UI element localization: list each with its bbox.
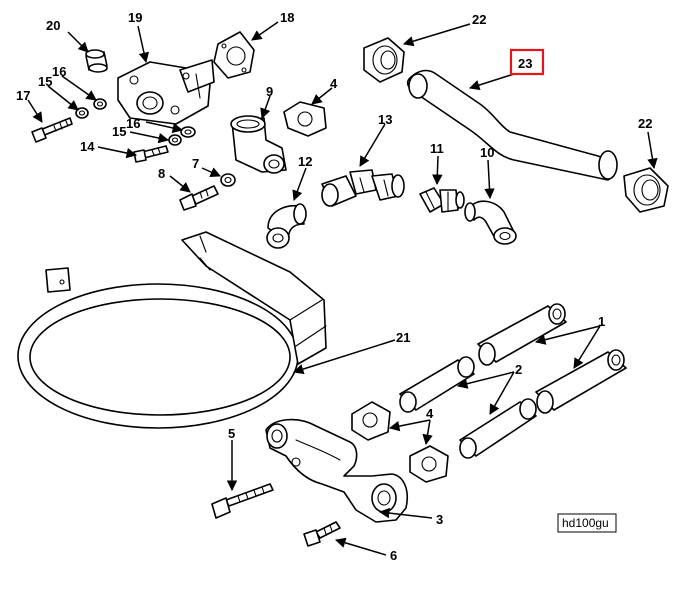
tube-part-2-lower [459,398,537,459]
elbow-part-9 [230,115,287,174]
callout-15-upper: 15 [38,74,52,89]
callout-22-right: 22 [638,116,652,131]
callout-5: 5 [228,426,235,441]
washer-part-15-upper [75,107,89,119]
clamp-band-part-21 [17,231,327,429]
gasket-part-4-upper [283,101,327,137]
drawing-code-label: hd100gu [557,513,617,533]
nut-part-22-top [363,37,405,83]
elbow-part-12 [266,203,307,249]
callout-1: 1 [598,314,605,329]
callout-10: 10 [480,145,494,160]
callout-2: 2 [515,362,522,377]
elbow-part-10 [464,200,517,245]
callout-21: 21 [396,330,410,345]
bolt-part-6 [303,521,341,547]
callout-16-lower: 16 [126,116,140,131]
bolt-part-5 [211,483,274,519]
gasket-part-4-lower-right [409,445,449,483]
bolt-part-14 [133,145,169,163]
tube-part-2-upper [399,356,475,413]
callout-20: 20 [46,18,60,33]
manifold-part-3 [265,418,408,523]
washer-part-16-upper [93,98,107,110]
fitting-part-11 [419,187,465,213]
valve-housing-part-19 [117,59,215,125]
callout-22-top: 22 [472,12,486,27]
bolt-part-17 [31,117,73,143]
callout-16-upper: 16 [52,64,66,79]
callout-19: 19 [128,10,142,25]
callout-12: 12 [298,154,312,169]
washer-part-7 [220,173,236,187]
callout-17: 17 [16,88,30,103]
callout-15-lower: 15 [112,124,126,139]
callout-23-highlight-box [509,48,545,76]
callout-9: 9 [266,84,273,99]
gasket-part-4-lower-left [351,401,391,441]
hose-part-23 [406,69,618,181]
callout-11: 11 [430,141,444,156]
leader-lines [27,21,658,556]
nut-part-22-right [623,167,669,213]
tube-part-1-lower [535,349,627,414]
washer-part-15-lower [168,134,182,146]
drawing-code-text: hd100gu [562,516,609,530]
callout-3: 3 [436,512,443,527]
callout-8: 8 [158,166,165,181]
callout-4-lower: 4 [426,406,434,421]
callout-labels: 20 19 18 16 15 17 4 9 16 15 14 13 11 10 … [16,10,652,563]
tube-part-1-upper [477,303,567,366]
plug-part-20 [85,49,108,73]
washer-part-16-lower [180,126,196,138]
callout-18: 18 [280,10,294,25]
callout-6: 6 [390,548,397,563]
callout-14: 14 [80,139,95,154]
coupling-part-13 [321,169,405,207]
gasket-part-18 [213,31,255,79]
callout-4-upper: 4 [330,76,338,91]
callout-23: 23 [518,56,532,71]
callout-7: 7 [192,156,199,171]
bolt-part-8 [179,185,219,211]
callout-13: 13 [378,112,392,127]
